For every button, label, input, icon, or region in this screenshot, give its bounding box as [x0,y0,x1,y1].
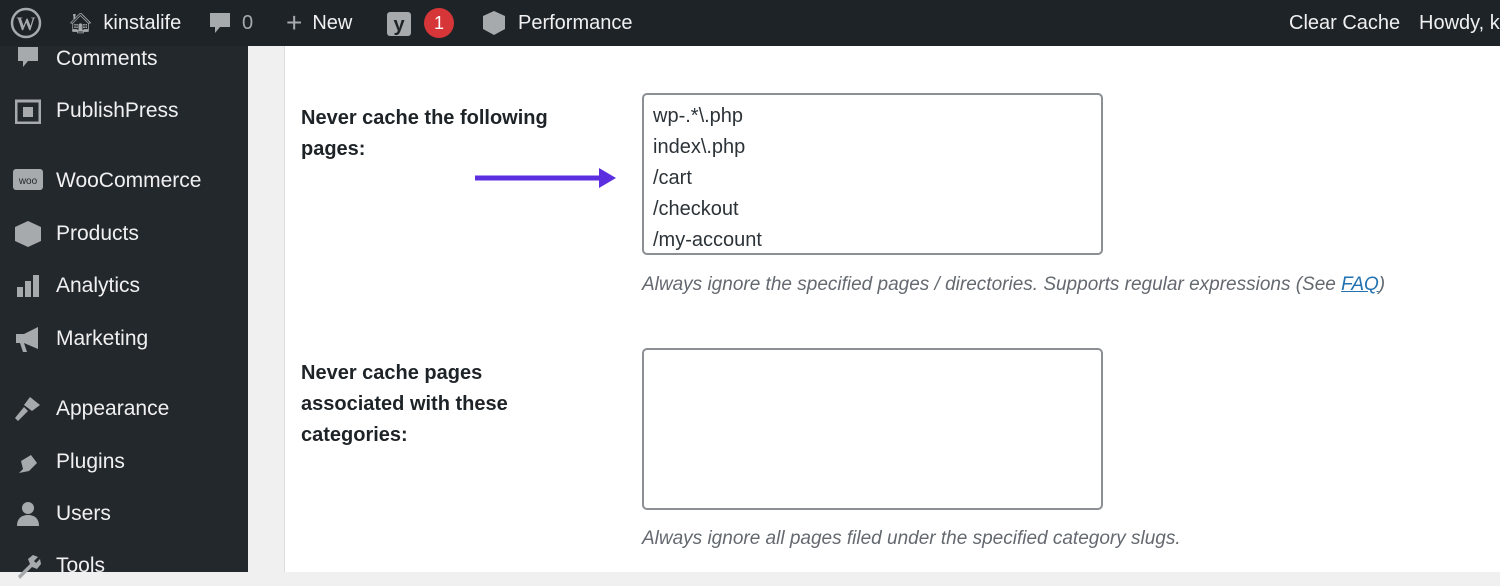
box-icon [13,220,43,248]
account-menu[interactable]: Howdy, ki [1419,0,1500,46]
admin-bar: W 🏠︎ kinstalife 0 + New y 1 Performance Cl… [0,0,1500,46]
svg-text:W: W [17,14,36,35]
sidebar-item-label: Analytics [56,274,141,297]
textarea-line: /my-account [653,229,762,251]
clear-cache-label: Clear Cache [1289,11,1401,34]
sidebar-item-publishpress[interactable]: PublishPress [0,91,248,131]
sidebar-item-label: Plugins [56,450,125,473]
never-cache-categories-description: Always ignore all pages filed under the … [642,528,1181,549]
site-name: kinstalife [103,11,182,34]
brush-icon [13,395,43,423]
sidebar-item-label: Appearance [56,397,170,420]
cube-icon [480,9,508,37]
comment-icon [208,11,232,35]
sidebar-item-comments[interactable]: Comments [0,39,248,79]
performance-label: Performance [518,11,633,34]
settings-panel: Never cache the following pages: wp-.*\.… [284,46,1500,572]
textarea-line: index\.php [653,136,746,158]
sidebar-item-label: Products [56,222,139,245]
wrench-icon [13,553,43,579]
sidebar-item-users[interactable]: Users [0,494,248,534]
textarea-line: /cart [653,167,692,189]
svg-text:y: y [393,14,405,36]
bar-chart-icon [13,273,43,299]
never-cache-pages-label: Never cache the following pages: [301,107,548,160]
performance-menu[interactable]: Performance [480,0,633,46]
plug-icon [13,449,43,475]
user-icon [13,501,43,527]
yoast-menu[interactable]: y 1 [386,0,454,46]
yoast-icon: y [386,8,414,38]
description-end: ) [1378,274,1386,295]
textarea-line: /checkout [653,198,739,220]
calendar-icon [13,98,43,124]
admin-sidebar: Comments PublishPress woo WooCommerce Pro… [0,46,248,579]
sidebar-item-label: Marketing [56,327,149,350]
arrow-annotation-icon [475,168,616,188]
sidebar-item-tools[interactable]: Tools [0,546,248,586]
sidebar-item-label: Tools [56,554,106,577]
textarea-line: wp-.*\.php [653,105,744,127]
sidebar-item-label: WooCommerce [56,169,202,192]
megaphone-icon [13,325,43,353]
sidebar-item-label: PublishPress [56,99,179,122]
sidebar-item-plugins[interactable]: Plugins [0,442,248,482]
never-cache-pages-textarea[interactable]: wp-.*\.php index\.php /cart /checkout /m… [642,93,1103,255]
woo-icon: woo [13,168,43,194]
sidebar-item-label: Comments [56,47,158,70]
never-cache-pages-description: Always ignore the specified pages / dire… [642,274,1385,296]
faq-link[interactable]: FAQ [1341,274,1379,295]
site-name-link[interactable]: 🏠︎ kinstalife [68,0,181,46]
svg-text:woo: woo [18,176,38,187]
sidebar-item-label: Users [56,502,111,525]
never-cache-categories-label: Never cache pages associated with these … [301,362,508,446]
notification-badge: 1 [424,8,454,38]
plus-icon: + [286,7,303,38]
sidebar-item-marketing[interactable]: Marketing [0,319,248,359]
never-cache-categories-textarea[interactable] [642,348,1103,510]
wordpress-logo-icon[interactable]: W [10,0,42,46]
clear-cache-button[interactable]: Clear Cache [1289,0,1400,46]
sidebar-item-products[interactable]: Products [0,214,248,254]
comment-icon [13,47,43,71]
new-content-link[interactable]: + New [286,0,352,46]
home-icon: 🏠︎ [68,12,94,35]
new-label: New [312,11,353,34]
howdy-label: Howdy, ki [1419,11,1500,34]
description-text: Always ignore the specified pages / dire… [642,274,1342,295]
comment-count: 0 [242,11,254,34]
sidebar-item-woocommerce[interactable]: woo WooCommerce [0,161,248,201]
sidebar-item-analytics[interactable]: Analytics [0,266,248,306]
comments-link[interactable]: 0 [208,0,253,46]
sidebar-item-appearance[interactable]: Appearance [0,389,248,429]
